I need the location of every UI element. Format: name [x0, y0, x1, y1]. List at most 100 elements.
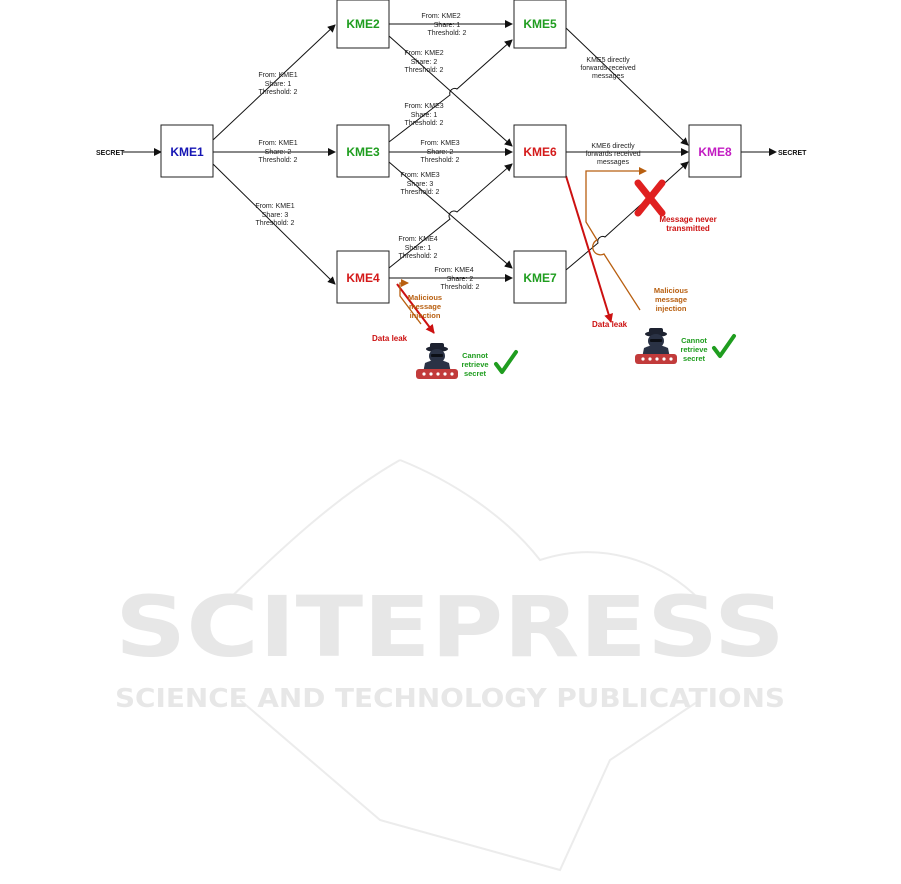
- node-label: KME5: [523, 17, 557, 31]
- attack-overlays: [396, 167, 647, 334]
- annotation-line: Cannot: [681, 336, 707, 345]
- edge-label-kme5-kme8: KME5 directly forwards received messages: [580, 57, 635, 80]
- left-injection-arrow: [399, 279, 422, 325]
- annotation-line: injection: [656, 304, 687, 313]
- node-label: KME8: [698, 145, 732, 159]
- node-label: KME6: [523, 145, 557, 159]
- edge-label-line: From: KME2: [404, 50, 443, 57]
- edge-label-kme3-kme7: From: KME3 Share: 3 Threshold: 2: [400, 172, 439, 196]
- right-injection-label: Malicious message injection: [654, 286, 688, 313]
- edge-label-line: Threshold: 2: [405, 67, 444, 74]
- edge-label-kme1-kme3: From: KME1 Share: 2 Threshold: 2: [258, 140, 297, 164]
- node-label: KME3: [346, 145, 380, 159]
- watermark-subtitle: SCIENCE AND TECHNOLOGY PUBLICATIONS: [115, 684, 785, 714]
- edge-label-line: From: KME1: [255, 203, 294, 210]
- edge-label-kme4-kme6: From: KME4 Share: 1 Threshold: 2: [398, 236, 437, 260]
- edge-kme5-kme8: [565, 27, 689, 146]
- edge-kme3-kme5: [388, 39, 513, 143]
- annotation-line: Malicious: [654, 286, 688, 295]
- node-kme1: KME1: [160, 124, 214, 178]
- left-injection-label: Malicious message injection: [408, 293, 442, 320]
- edge-kme3-kme7: [388, 161, 513, 269]
- edge-kme4-kme6: [388, 163, 513, 269]
- hacker-icon: [635, 328, 677, 364]
- edge-label-line: From: KME1: [258, 140, 297, 147]
- edge-label-kme3-kme5: From: KME3 Share: 1 Threshold: 2: [404, 103, 443, 127]
- edge-kme1-kme4: [212, 163, 336, 285]
- edge-label-line: Share: 2: [427, 149, 454, 156]
- left-leak-label: Data leak: [372, 334, 408, 343]
- right-leak-arrow: [565, 175, 613, 323]
- annotation-line: transmitted: [666, 224, 710, 233]
- edge-label-line: Share: 1: [411, 112, 438, 119]
- annotation-line: message: [409, 302, 441, 311]
- edge-label-kme2-kme6: From: KME2 Share: 2 Threshold: 2: [404, 50, 443, 74]
- check-mark-icon: [712, 334, 736, 358]
- edge-label-kme3-kme6: From: KME3 Share: 2 Threshold: 2: [420, 140, 459, 164]
- annotation-line: Malicious: [408, 293, 442, 302]
- node-kme8: KME8: [688, 124, 742, 178]
- node-label: KME7: [523, 271, 557, 285]
- edge-label-line: Threshold: 2: [259, 89, 298, 96]
- edge-label-line: From: KME4: [398, 236, 437, 243]
- edge-kme1-kme2: [212, 24, 336, 141]
- edge-label-line: messages: [592, 73, 624, 80]
- left-result-label: Cannot retrieve secret: [461, 351, 488, 378]
- edge-label-line: From: KME2: [421, 13, 460, 20]
- annotation-line: retrieve: [680, 345, 707, 354]
- edge-label-line: Share: 3: [262, 212, 289, 219]
- annotation-line: secret: [683, 354, 706, 363]
- edge-label-line: Threshold: 2: [399, 253, 438, 260]
- annotation-line: Message never: [659, 215, 716, 224]
- right-injection-arrow: [585, 167, 647, 311]
- right-result-label: Cannot retrieve secret: [680, 336, 707, 363]
- annotation-line: message: [655, 295, 687, 304]
- edge-label-line: forwards received: [580, 65, 635, 72]
- edge-label-line: Threshold: 2: [428, 30, 467, 37]
- edge-label-line: From: KME3: [404, 103, 443, 110]
- edge-label-line: Share: 1: [265, 81, 292, 88]
- node-kme7: KME7: [513, 250, 567, 304]
- edge-label-kme1-kme2: From: KME1 Share: 1 Threshold: 2: [258, 72, 297, 96]
- annotation-line: Cannot: [462, 351, 488, 360]
- left-leak-arrow: [396, 283, 435, 334]
- edge-label-line: From: KME1: [258, 72, 297, 79]
- edge-label-line: Threshold: 2: [441, 284, 480, 291]
- watermark-title: SCITEPRESS: [115, 578, 785, 676]
- edge-label-line: forwards received: [585, 151, 640, 158]
- hacker-icon: [416, 343, 458, 379]
- edge-label-line: Share: 1: [405, 245, 432, 252]
- secret-output-label: SECRET: [778, 150, 807, 157]
- edge-label-line: Threshold: 2: [259, 157, 298, 164]
- node-kme6: KME6: [513, 124, 567, 178]
- edge-label-line: Share: 2: [447, 276, 474, 283]
- edge-label-line: From: KME3: [420, 140, 459, 147]
- edge-label-line: messages: [597, 159, 629, 166]
- secret-input-label: SECRET: [96, 150, 125, 157]
- edge-label-line: Share: 3: [407, 181, 434, 188]
- edge-label-line: Threshold: 2: [421, 157, 460, 164]
- edge-label-line: Threshold: 2: [401, 189, 440, 196]
- node-label: KME2: [346, 17, 380, 31]
- edge-label-kme4-kme7: From: KME4 Share: 2 Threshold: 2: [434, 267, 479, 291]
- edge-label-line: Threshold: 2: [256, 220, 295, 227]
- edge-label-line: KME5 directly: [586, 57, 630, 64]
- edge-label-kme2-kme5: From: KME2 Share: 1 Threshold: 2: [421, 13, 466, 37]
- edge-label-line: Threshold: 2: [405, 120, 444, 127]
- edge-label-line: From: KME3: [400, 172, 439, 179]
- edge-label-line: Share: 1: [434, 22, 461, 29]
- watermark-ghost-shape: [227, 459, 701, 872]
- edge-label-kme6-kme8: KME6 directly forwards received messages: [585, 143, 640, 166]
- node-label: KME1: [170, 145, 204, 159]
- red-x-icon: [634, 179, 666, 217]
- edge-label-line: KME6 directly: [591, 143, 635, 150]
- edge-label-line: Share: 2: [265, 149, 292, 156]
- right-leak-label: Data leak: [592, 320, 628, 329]
- node-label: KME4: [346, 271, 380, 285]
- edge-label-kme1-kme4: From: KME1 Share: 3 Threshold: 2: [255, 203, 294, 227]
- annotation-line: injection: [410, 311, 441, 320]
- check-mark-icon: [494, 350, 518, 374]
- edge-kme7-kme8: [565, 161, 689, 271]
- node-kme2: KME2: [336, 0, 390, 49]
